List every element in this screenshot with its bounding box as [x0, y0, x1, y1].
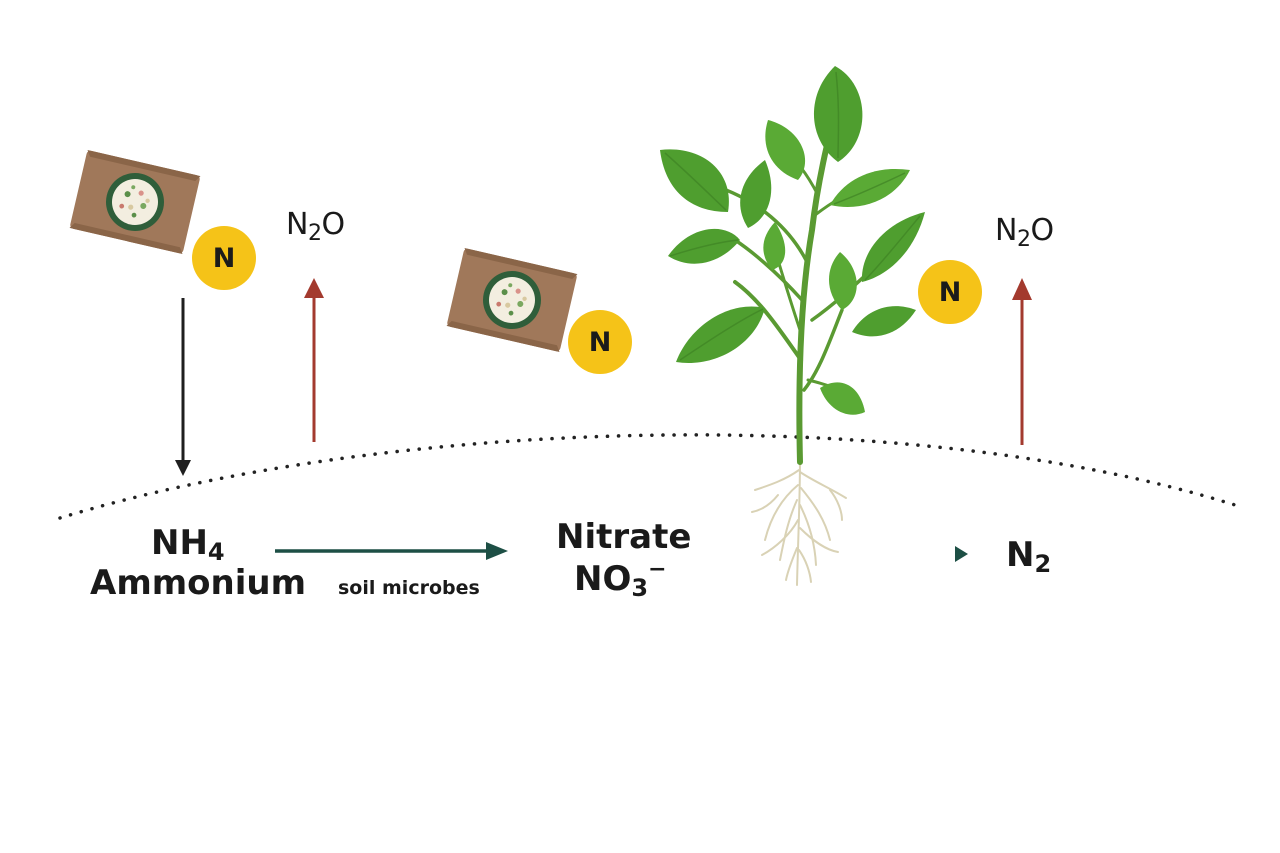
- n2o-label-left: N2O: [286, 207, 345, 246]
- no3-formula: NO3−: [574, 557, 667, 602]
- nitrogen-badge-icon: N: [918, 260, 982, 324]
- n2o-label-right: N2O: [995, 213, 1054, 252]
- soil-microbes-label: soil microbes: [338, 577, 480, 599]
- fertilizer-bag-icon: [446, 247, 578, 353]
- nh4-formula: NH4: [151, 523, 225, 566]
- nitrification-arrow-head: [486, 542, 508, 560]
- n2-arrow-head: [955, 546, 968, 562]
- roots-icon: [751, 457, 847, 586]
- plant-icon: [660, 66, 925, 465]
- soil-surface-line: [58, 433, 1237, 520]
- n2o-emission-arrow-right-head: [1012, 278, 1032, 300]
- n2-formula: N2: [1006, 535, 1052, 578]
- fertilizer-bag-icon: [69, 149, 201, 255]
- nitrogen-badge-icon: N: [192, 226, 256, 290]
- deposition-arrow-head: [175, 460, 191, 476]
- n2o-emission-arrow-left-head: [304, 278, 324, 298]
- ammonium-label: Ammonium: [90, 563, 307, 603]
- nitrogen-badge-icon: N: [568, 310, 632, 374]
- nitrate-label: Nitrate: [556, 517, 692, 557]
